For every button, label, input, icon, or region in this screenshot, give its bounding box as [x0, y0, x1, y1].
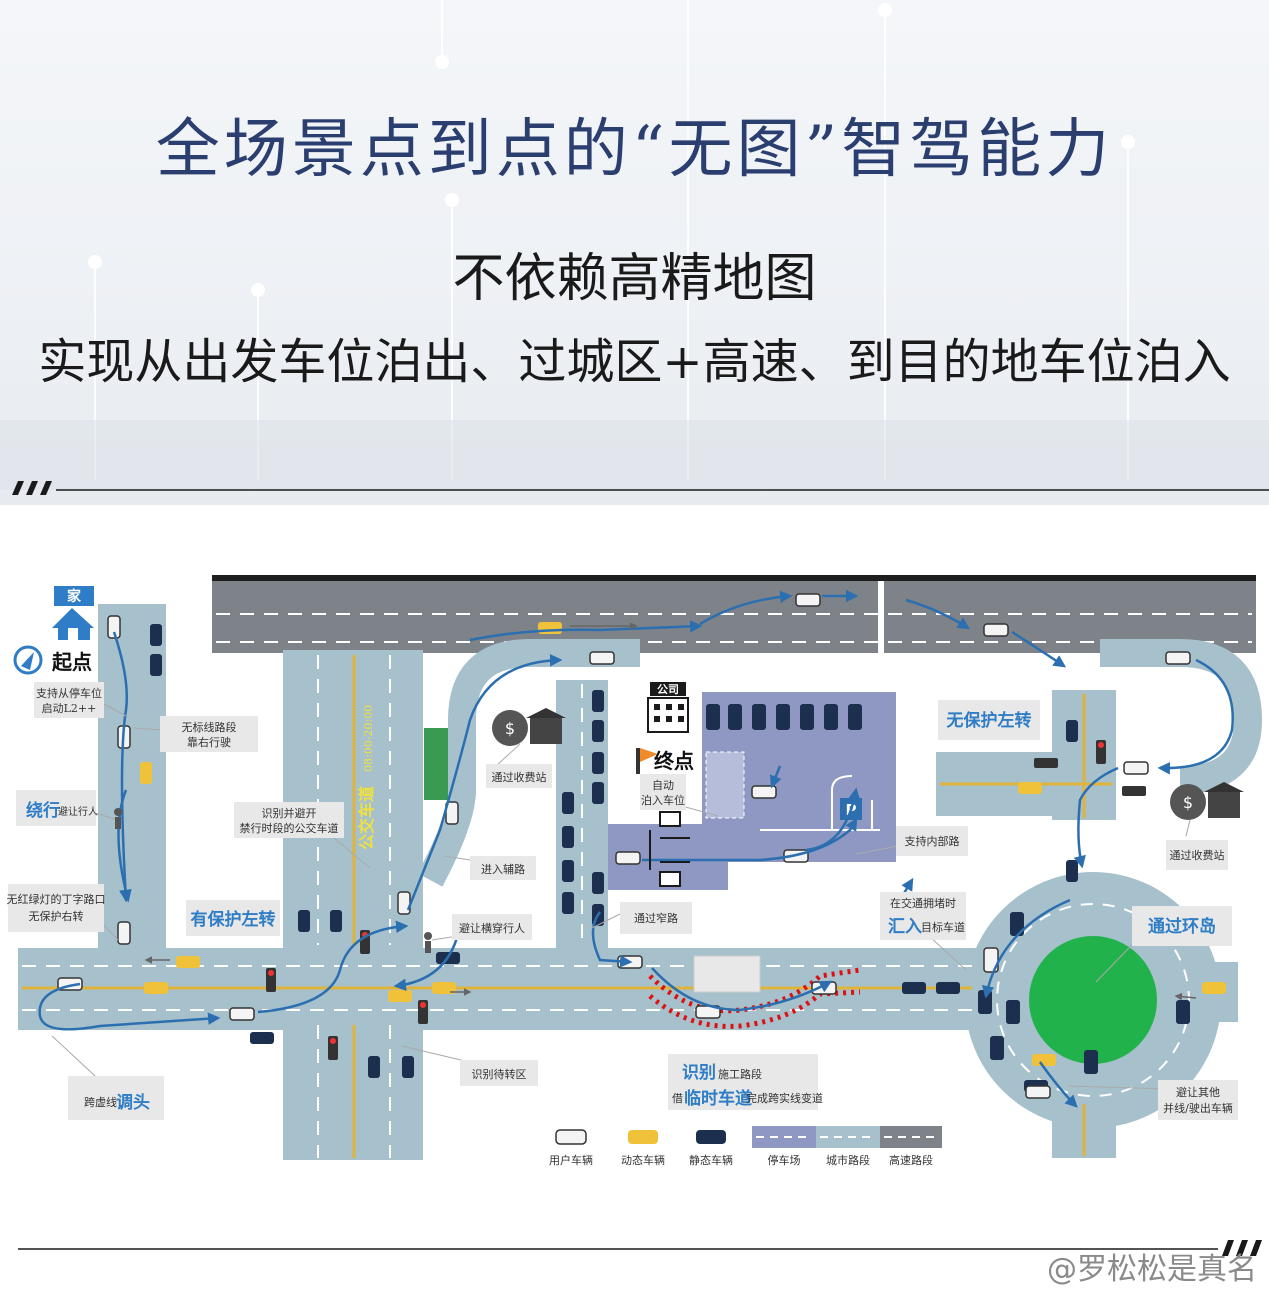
start-note-box: [34, 682, 104, 718]
detour-main: 绕行: [26, 800, 60, 821]
temp-lane-label: 临时车道: [684, 1088, 752, 1109]
subtitle-line-2: 实现从出发车位泊出、过城区+高速、到目的地车位泊入: [38, 334, 1231, 390]
detour-box: [16, 790, 96, 826]
auto-park-line-2: 泊入车位: [641, 793, 685, 807]
legend-user-vehicle-icon: [555, 1129, 587, 1145]
legend-label: 停车场: [768, 1153, 801, 1167]
green-strip: [424, 728, 448, 800]
legend-dynamic-vehicle-icon: [628, 1130, 658, 1144]
start-note-line-2: 启动L2++: [42, 702, 97, 715]
vehicles: [57, 593, 1226, 1099]
no-line-note-box: [160, 716, 258, 752]
header-tech-lines: [0, 0, 1269, 495]
end-label: 终点: [654, 749, 694, 773]
construction-main: 识别: [682, 1063, 716, 1083]
header-banner: 全场景点到点的“无图”智驾能力 不依赖高精地图 实现从出发车位泊出、过城区+高速…: [0, 0, 1269, 505]
construction-prefix: 借: [672, 1092, 683, 1105]
start-note-line-1: 支持从停车位: [36, 686, 102, 700]
toll-left-box: [486, 764, 552, 788]
narrow-road-label: 通过窄路: [634, 911, 678, 925]
construction-sub-2: 完成跨实线变道: [746, 1091, 823, 1105]
legend-static-vehicle-icon: [696, 1130, 726, 1144]
toll-right-label: 通过收费站: [1170, 848, 1225, 862]
bus-lane-note-line-2: 禁行时段的公交车道: [240, 821, 339, 835]
avoid-pedestrian-label: 避让横穿行人: [459, 921, 525, 935]
construction-zone: [648, 955, 861, 1029]
bus-lane-road-label: 公交车道: [357, 786, 376, 850]
merge-box: [880, 892, 966, 940]
avoid-other-line-1: 避让其他: [1176, 1085, 1220, 1099]
legend-label: 静态车辆: [689, 1153, 733, 1167]
t-junction-line-1: 无红绿灯的丁字路口: [7, 892, 106, 906]
company-building-icon: [647, 682, 689, 733]
roundabout-island: [1029, 936, 1157, 1064]
home-label: 家: [67, 588, 82, 605]
footer-rule: [18, 1240, 1262, 1256]
header-slash-marks: [12, 481, 52, 495]
auto-park-line-1: 自动: [652, 779, 674, 792]
toll-left-label: 通过收费站: [492, 770, 547, 784]
legend-label: 用户车辆: [549, 1153, 593, 1167]
page-title: 全场景点到点的“无图”智驾能力: [155, 113, 1114, 187]
enter-aux-box: [470, 856, 536, 880]
t-junction-box: [8, 884, 104, 932]
bus-lane-note-box: [234, 802, 344, 838]
bus-lane-note-line-1: 识别并避开: [262, 806, 317, 820]
merge-line-1: 在交通拥堵时: [890, 896, 956, 910]
start-label: 起点: [51, 650, 92, 674]
construction-sub-1: 施工路段: [718, 1067, 762, 1081]
no-line-note-line-1: 无标线路段: [182, 720, 237, 734]
toll-station-icon: $: [1170, 782, 1244, 820]
svg-text:$: $: [505, 719, 515, 738]
legend: 用户车辆 动态车辆 静态车辆 停车场 城市路段 高速路段: [549, 1126, 942, 1167]
toll-station-icon: $: [492, 708, 566, 746]
avoid-other-box: [1158, 1080, 1238, 1120]
watermark: @罗松松是真名: [1047, 1252, 1257, 1287]
u-turn-prefix: 跨虚线: [84, 1095, 117, 1109]
detour-sub: 避让行人: [58, 805, 98, 818]
parking-barrier-icon: [649, 811, 690, 887]
legend-highway-swatch: [880, 1126, 942, 1148]
navigation-icon: [13, 645, 43, 675]
waiting-zone-box: [460, 1060, 538, 1086]
avoid-other-line-2: 并线/驶出车辆: [1163, 1101, 1233, 1115]
dynamic-route: [144, 622, 1197, 1001]
avoid-pedestrian-box: [452, 914, 532, 940]
subtitle-line-1: 不依赖高精地图: [452, 249, 817, 309]
enter-aux-label: 进入辅路: [481, 862, 525, 876]
end-flag-icon: [636, 748, 658, 774]
svg-text:$: $: [1183, 793, 1193, 812]
pedestrian-icon: [114, 808, 432, 953]
auto-park-box: [640, 774, 686, 810]
legend-label: 城市路段: [826, 1153, 870, 1167]
internal-road-box: [896, 826, 968, 856]
highway-road: [212, 575, 1256, 653]
highway-ramps: [417, 639, 1263, 887]
u-turn-main: 调头: [116, 1093, 150, 1113]
narrow-road-box: [620, 902, 692, 934]
bus-lane-time-label: 08:00-20:00: [362, 705, 375, 772]
t-junction-line-2: 无保护右转: [29, 909, 84, 923]
legend-label: 高速路段: [889, 1153, 933, 1167]
waiting-zone-label: 识别待转区: [472, 1067, 527, 1081]
home-icon: [52, 586, 94, 640]
merge-sub: 目标车道: [921, 920, 965, 934]
no-line-note-line-2: 靠右行驶: [187, 735, 231, 749]
toll-right-box: [1166, 840, 1228, 870]
roundabout-label: 通过环岛: [1148, 916, 1216, 937]
user-route: [38, 589, 1234, 1108]
legend-label: 动态车辆: [621, 1153, 665, 1167]
merge-main: 汇入: [888, 917, 922, 937]
company-label: 公司: [657, 683, 679, 696]
internal-road-label: 支持内部路: [905, 834, 960, 848]
protected-left-label: 有保护左转: [191, 909, 276, 930]
unprotected-left-label: 无保护左转: [946, 710, 1032, 731]
